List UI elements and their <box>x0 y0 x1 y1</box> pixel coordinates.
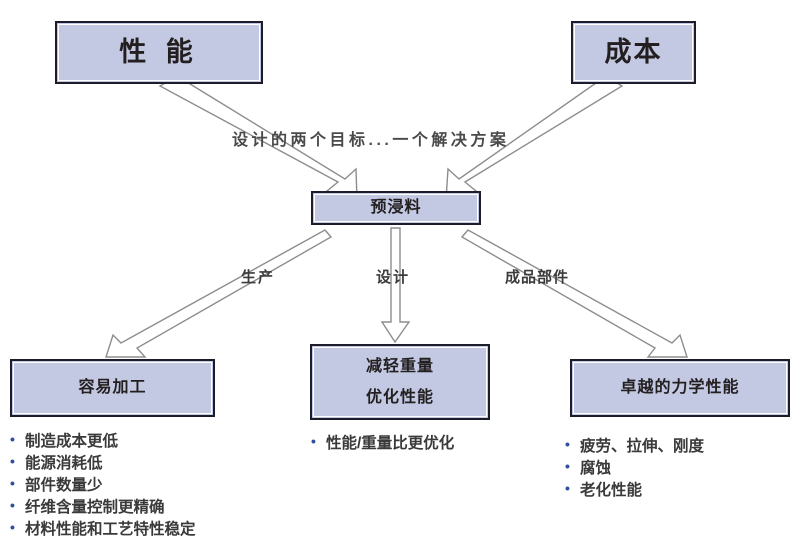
node-weight-reduction-label-line2: 优化性能 <box>365 388 434 406</box>
list-item: 性能/重量比更优化 <box>311 432 454 455</box>
label-production: 生产 <box>241 269 276 286</box>
label-two-design-goals: 设计的两个目标...一个解决方案 <box>232 132 510 149</box>
list-item: 部件数量少 <box>10 474 196 497</box>
node-mechanical-performance[interactable]: 卓越的力学性能 <box>570 359 790 417</box>
list-item: 老化性能 <box>565 479 704 502</box>
list-item: 腐蚀 <box>565 457 704 480</box>
node-cost-label: 成本 <box>604 37 663 68</box>
node-prepreg[interactable]: 预浸料 <box>311 191 481 225</box>
list-item: 制造成本更低 <box>10 430 196 453</box>
label-finished-part: 成品部件 <box>505 269 570 286</box>
list-item: 疲劳、拉伸、刚度 <box>565 435 704 458</box>
arrow-prepreg-to-easy-processing <box>105 229 333 358</box>
list-item: 能源消耗低 <box>10 452 196 475</box>
node-cost[interactable]: 成本 <box>571 21 696 84</box>
node-easy-processing[interactable]: 容易加工 <box>10 359 215 417</box>
node-mechanical-performance-label: 卓越的力学性能 <box>620 379 740 397</box>
node-performance[interactable]: 性 能 <box>55 21 263 84</box>
node-weight-reduction-label-line1: 减轻重量 <box>365 357 434 375</box>
node-performance-label: 性 能 <box>119 37 199 68</box>
list-item: 材料性能和工艺特性稳定 <box>10 518 196 541</box>
list-item: 纤维含量控制更精确 <box>10 496 196 519</box>
bullet-list-easy-processing: 制造成本更低 能源消耗低 部件数量少 纤维含量控制更精确 材料性能和工艺特性稳定 <box>10 430 196 541</box>
bullet-list-mechanical-performance: 疲劳、拉伸、刚度 腐蚀 老化性能 <box>565 435 704 502</box>
arrow-prepreg-to-mechanical <box>460 229 688 358</box>
bullet-list-weight-reduction: 性能/重量比更优化 <box>311 432 454 455</box>
node-prepreg-label: 预浸料 <box>370 199 422 217</box>
label-design: 设计 <box>376 269 411 286</box>
node-easy-processing-label: 容易加工 <box>78 379 147 397</box>
node-weight-reduction[interactable]: 减轻重量 优化性能 <box>310 344 490 420</box>
